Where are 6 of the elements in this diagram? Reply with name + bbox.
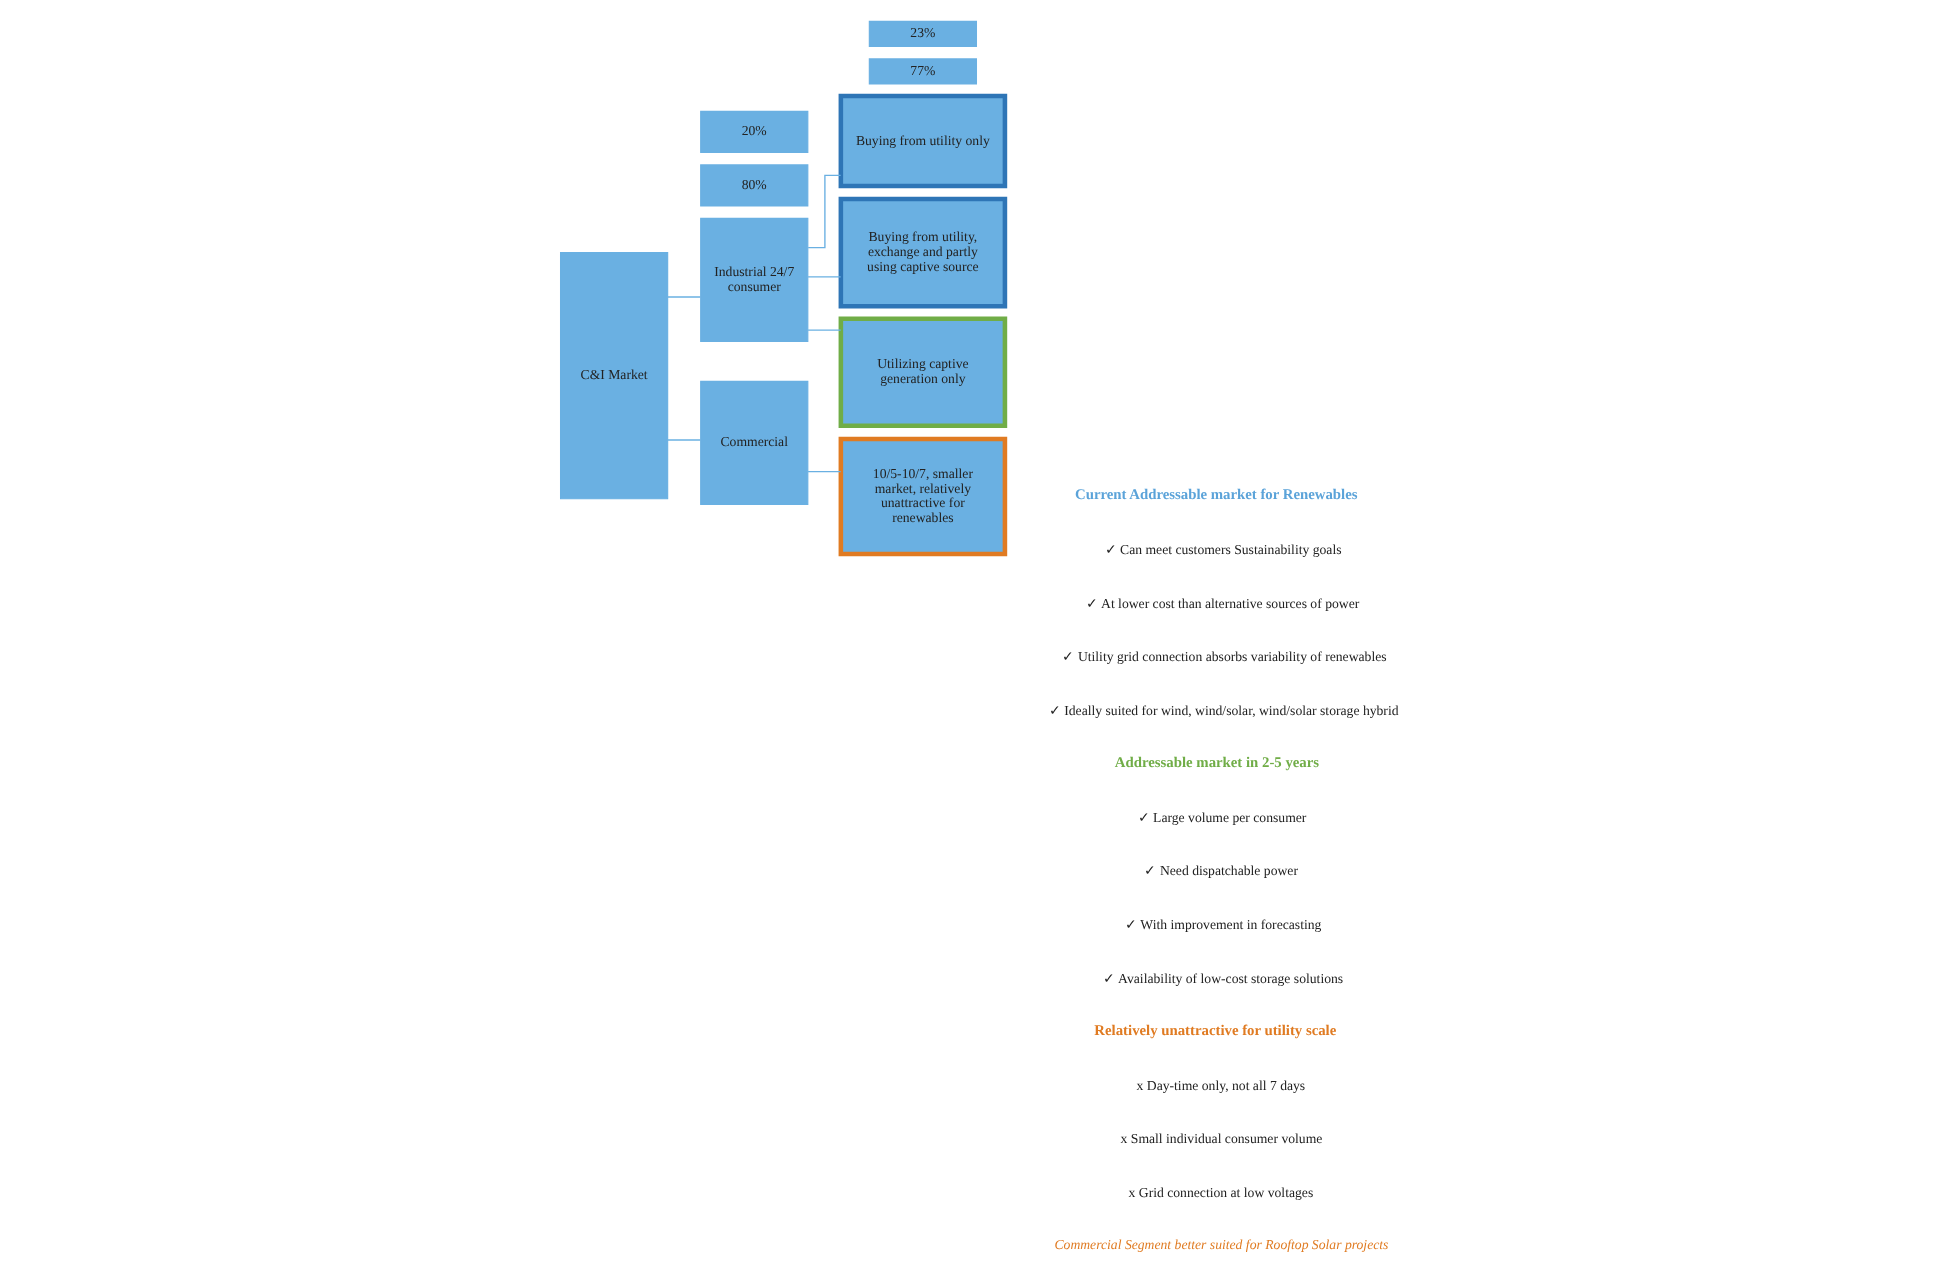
connector (806, 174, 841, 249)
connector (806, 329, 841, 331)
connector (666, 296, 701, 298)
connector (666, 439, 701, 441)
connector (806, 470, 841, 473)
connector (806, 276, 841, 278)
